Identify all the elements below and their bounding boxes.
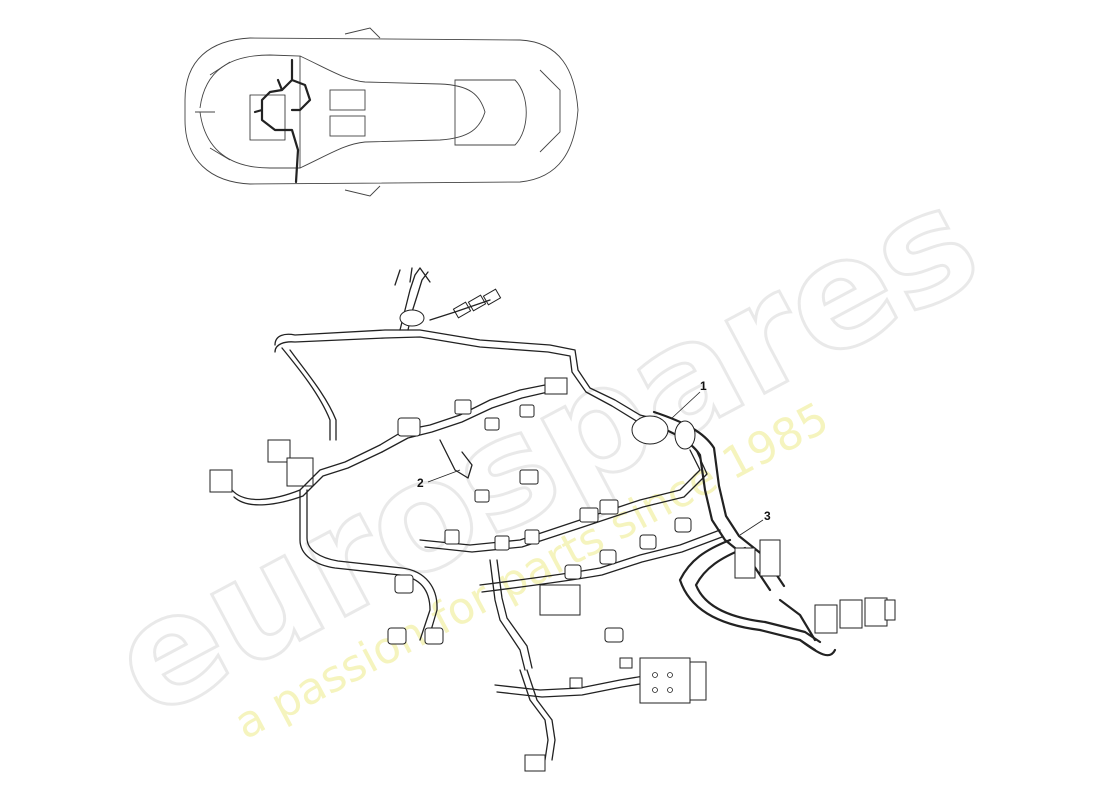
callout-2-label: 2 — [417, 476, 424, 490]
callout-2[interactable]: 2 — [417, 469, 461, 490]
callout-3[interactable]: 3 — [739, 509, 771, 536]
car-top-view — [184, 27, 579, 197]
callout-1-label: 1 — [700, 379, 707, 393]
engine-harness-drawing — [209, 267, 896, 772]
callout-3-label: 3 — [764, 509, 771, 523]
locator-harness-highlight — [253, 58, 312, 184]
callout-1[interactable]: 1 — [671, 379, 707, 419]
watermark: eurospares a passion for parts since 198… — [84, 151, 1006, 753]
watermark-logo: eurospares — [85, 153, 1004, 752]
